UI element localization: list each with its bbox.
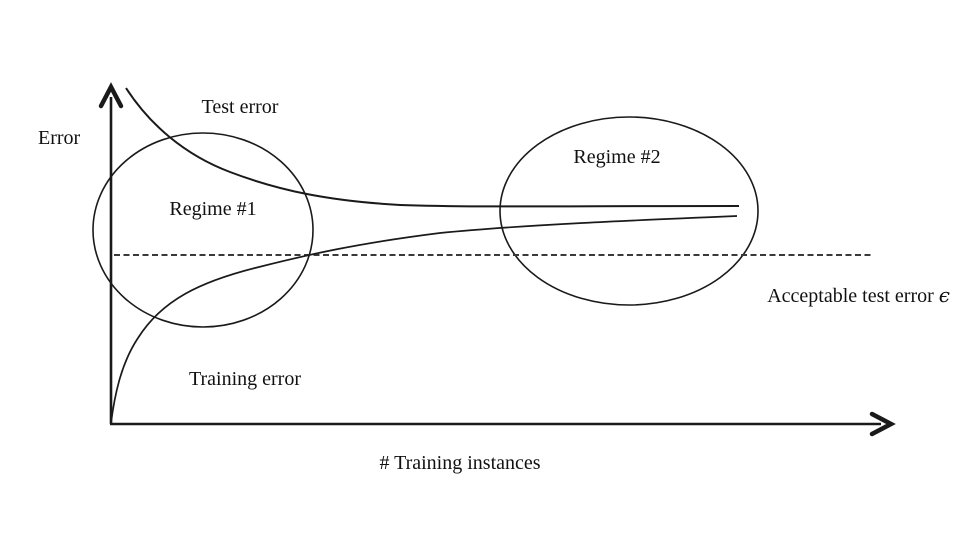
training-error-label: Training error [188, 368, 302, 390]
regime-1-label: Regime #1 [169, 198, 257, 220]
y-axis-label: Error [38, 127, 81, 149]
y-axis-arrowhead [98, 82, 124, 109]
epsilon-symbol: ϵ [938, 283, 950, 307]
regime-2-label: Regime #2 [573, 146, 661, 168]
test-error-curve [125, 87, 740, 208]
regime-2-ellipse [499, 116, 759, 306]
training-error-curve [110, 215, 738, 424]
acceptable-error-label-text: Acceptable test error [767, 285, 934, 307]
acceptable-error-label: Acceptable test error ϵ [767, 284, 950, 307]
regime-1-ellipse [92, 132, 314, 328]
x-axis-label: # Training instances [379, 452, 541, 474]
test-error-label: Test error [201, 96, 279, 118]
x-axis-arrowhead [869, 411, 896, 437]
